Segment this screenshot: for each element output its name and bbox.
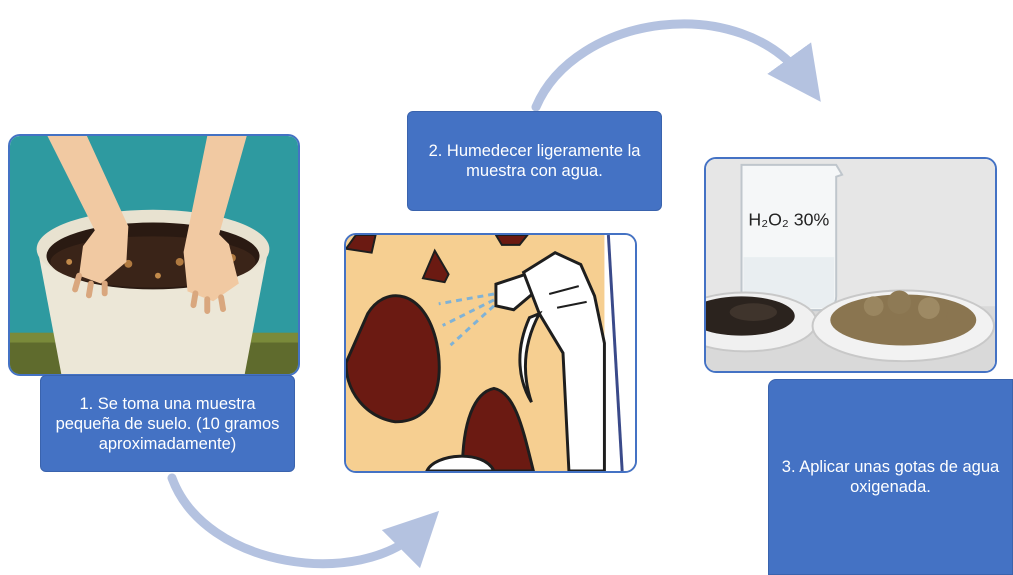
step1-caption: 1. Se toma una muestra pequeña de suelo.… <box>40 375 295 472</box>
step3-text: 3. Aplicar unas gotas de agua oxigenada. <box>779 457 1002 497</box>
step2-text: 2. Humedecer ligeramente la muestra con … <box>418 141 651 181</box>
step3-caption: 3. Aplicar unas gotas de agua oxigenada. <box>768 379 1013 575</box>
step1-image <box>8 134 300 376</box>
step1-text: 1. Se toma una muestra pequeña de suelo.… <box>51 394 284 454</box>
step2-image <box>344 233 637 473</box>
step2-caption: 2. Humedecer ligeramente la muestra con … <box>407 111 662 211</box>
beaker-label: H₂O₂ 30% <box>748 210 829 230</box>
arrow-step2-to-step3 <box>536 24 805 107</box>
arrow-step1-to-step2 <box>172 478 420 564</box>
step3-image: H₂O₂ 30% <box>704 157 997 373</box>
